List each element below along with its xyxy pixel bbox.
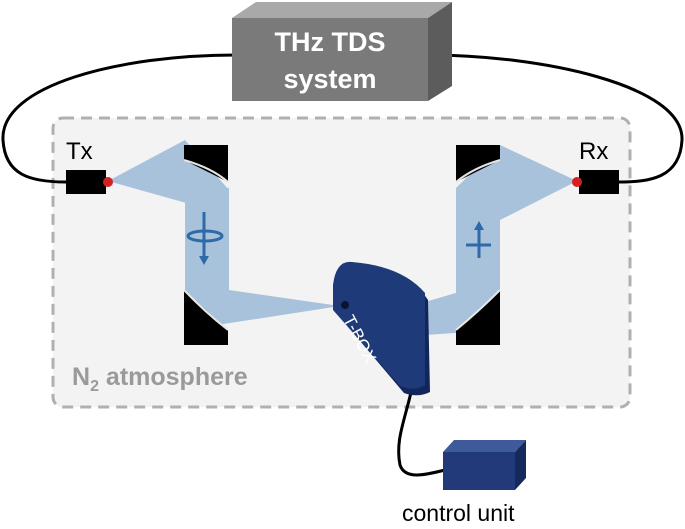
system-box-label: THz TDS system <box>232 24 428 98</box>
control-unit-side <box>515 440 526 490</box>
control-unit-top <box>443 440 526 452</box>
n2-label-main: N <box>72 363 91 391</box>
control-cable <box>397 387 446 477</box>
system-box-label-line1: THz TDS <box>274 27 386 57</box>
polarization-arrows-right <box>466 221 491 258</box>
thz-tds-system-box <box>232 2 452 101</box>
n2-label-rest: atmosphere <box>98 363 248 391</box>
t-box-aperture <box>341 301 349 309</box>
mirror-top-left <box>183 145 229 183</box>
system-box-label-line2: system <box>283 64 377 94</box>
mirror-top-right <box>455 145 501 183</box>
system-box-front <box>232 18 428 101</box>
polarization-arrows-left <box>186 212 224 265</box>
control-unit-label: control unit <box>402 500 515 526</box>
tx-label: Tx <box>66 138 93 165</box>
control-unit-front <box>443 452 515 490</box>
system-box-top <box>232 2 452 18</box>
beam-mirror1-to-mirror2 <box>185 188 229 300</box>
n2-atmosphere-label: N2 atmosphere <box>72 363 248 396</box>
tx-cable <box>1 53 237 184</box>
mirror-bottom-right <box>455 289 501 345</box>
tx-emitter-dot <box>103 177 113 187</box>
n2-label-subscript: 2 <box>90 378 99 395</box>
rx-label: Rx <box>579 138 609 165</box>
transmitter <box>66 170 113 194</box>
system-box-side <box>428 2 452 101</box>
mirror-bottom-left <box>183 289 229 345</box>
rx-cable <box>427 53 684 184</box>
t-box <box>333 261 430 396</box>
rx-emitter-dot <box>572 177 582 187</box>
receiver <box>572 170 619 194</box>
beam-mirror2-to-tbox <box>185 290 340 330</box>
control-unit-box <box>443 440 526 490</box>
